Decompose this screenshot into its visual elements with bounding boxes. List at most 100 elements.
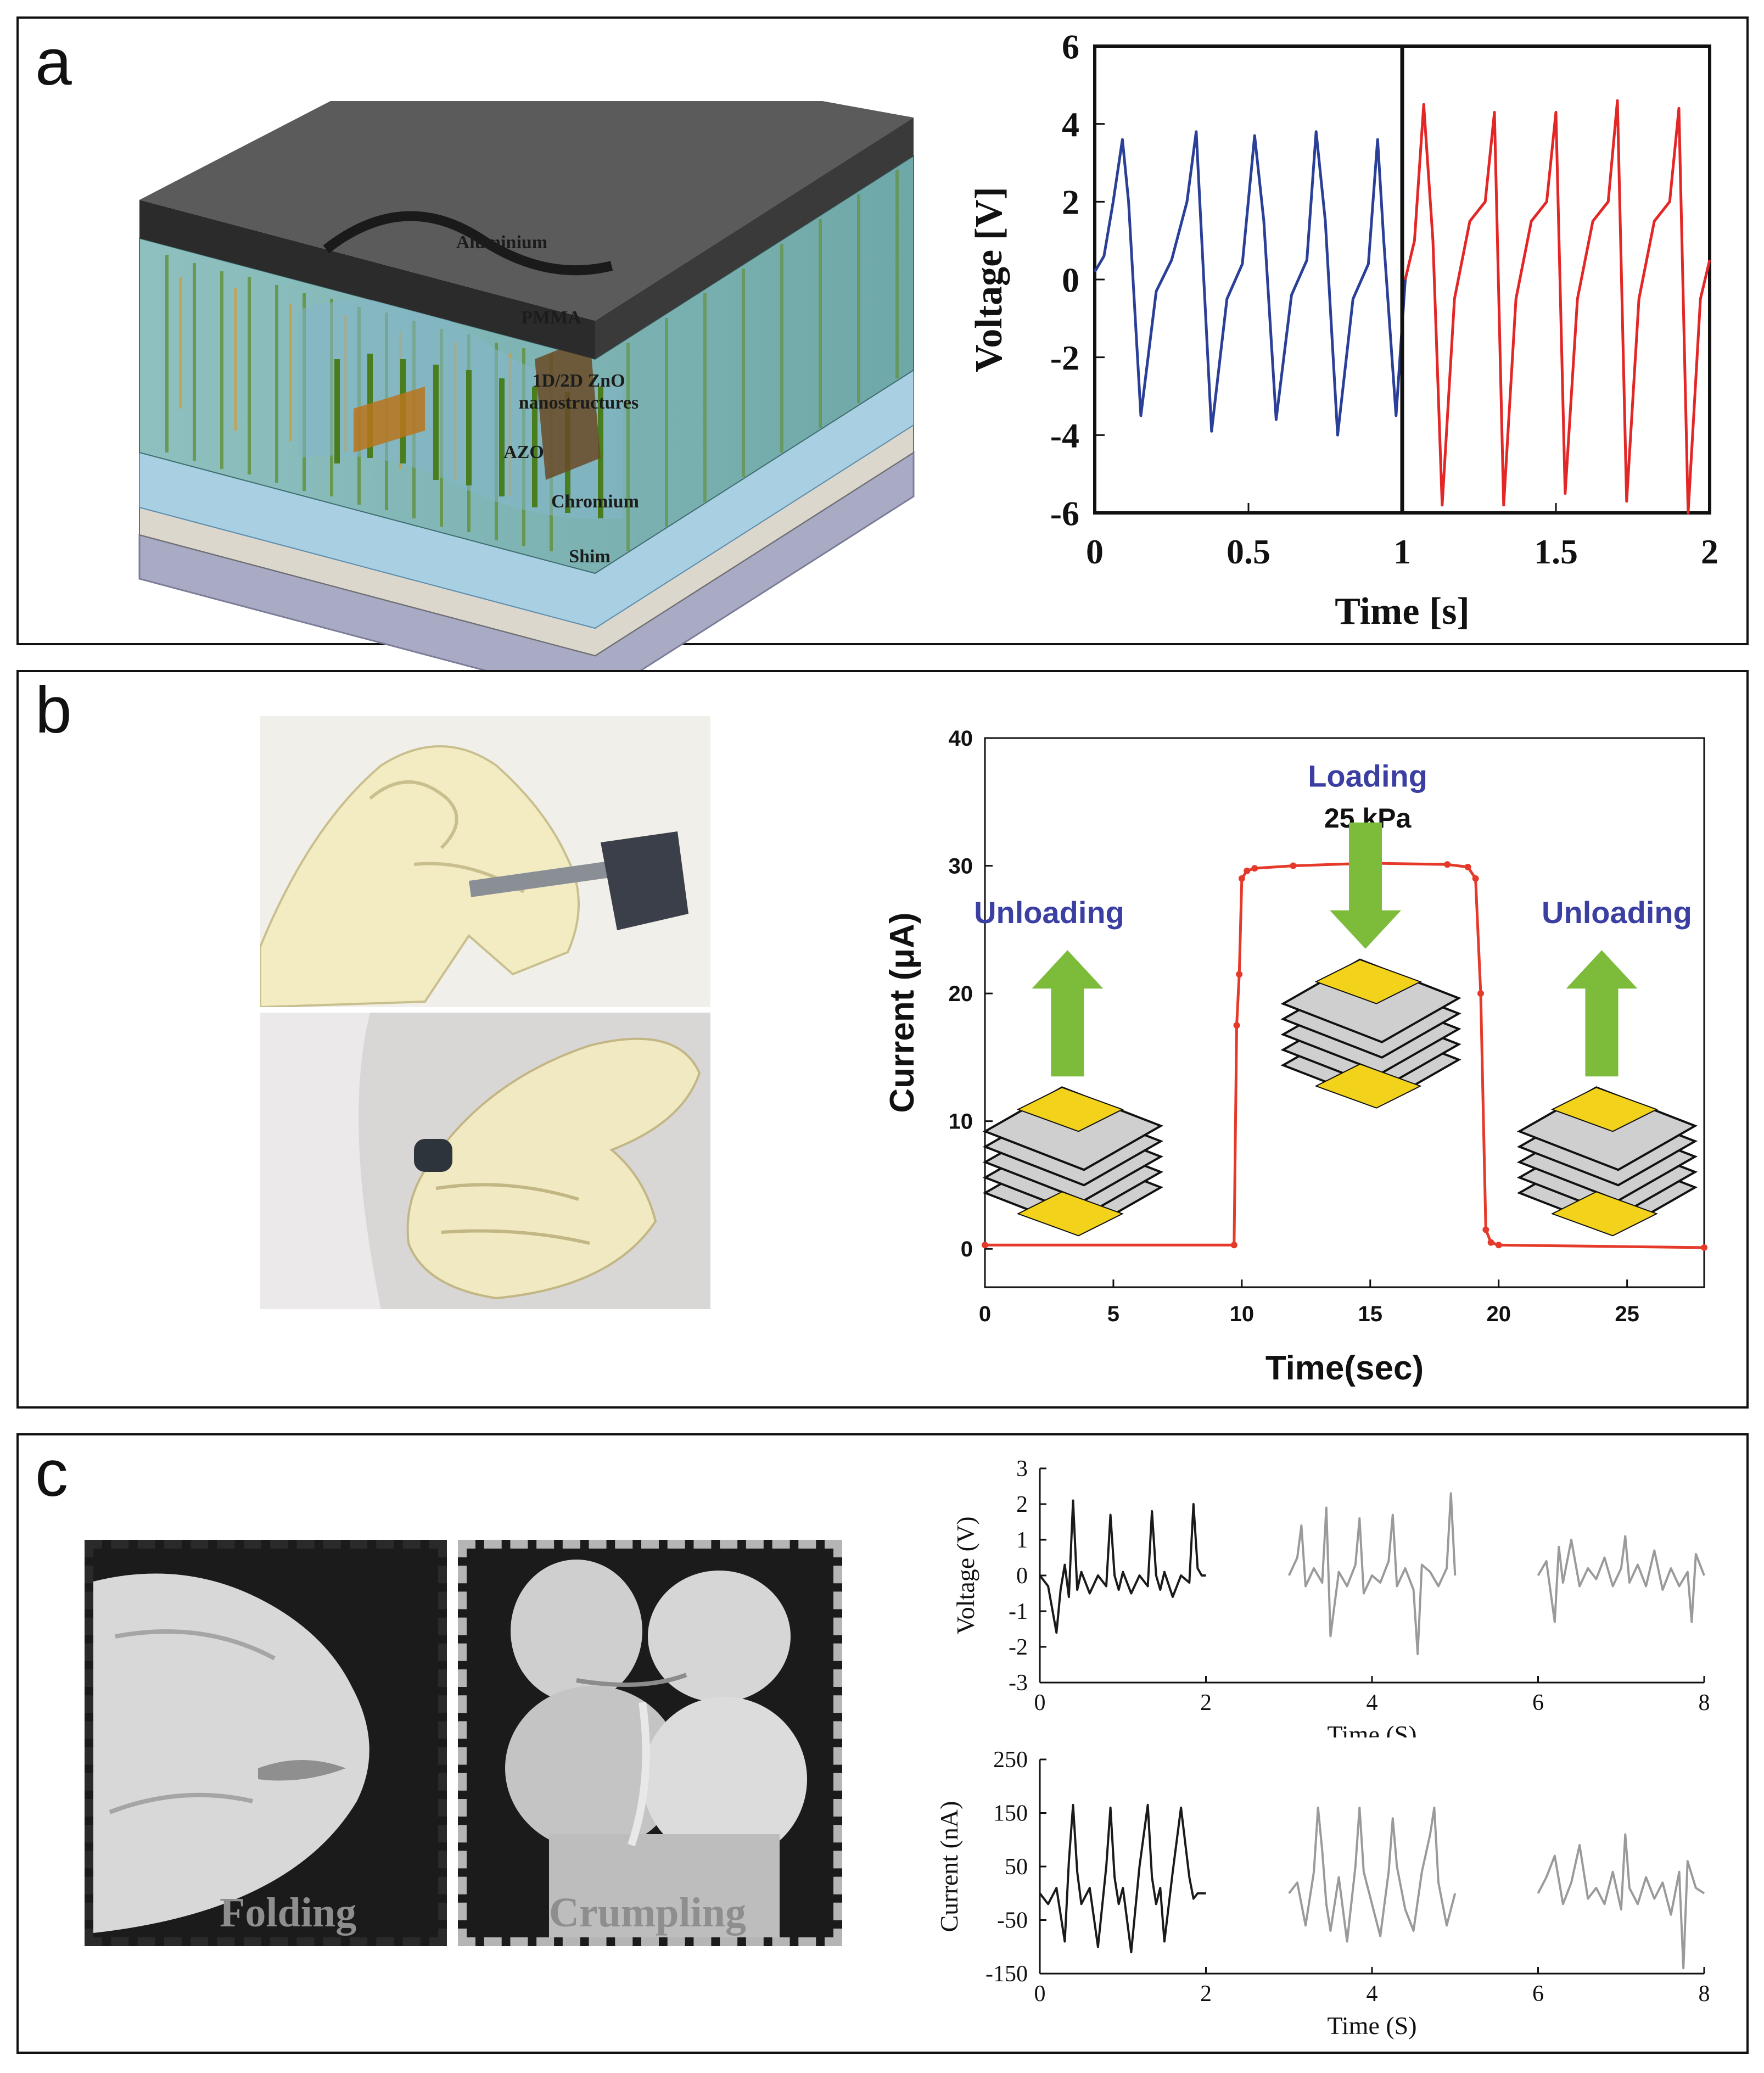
series-line-1 [1404,99,1711,515]
series-point [982,1242,988,1249]
series-line-1 [1287,1492,1457,1655]
top-electrode [1314,959,1422,1004]
up-arrow-icon [1566,950,1638,1077]
y-tick-label: 4 [1062,105,1079,144]
bottom-electrode [1016,1191,1124,1237]
y-axis-label: Voltage (V) [951,1516,979,1634]
x-tick-label: 1.5 [1534,532,1578,571]
x-tick-label: 15 [1358,1302,1383,1326]
unloading-left-label: Unloading [974,895,1124,930]
y-tick-label: -2 [1050,338,1079,377]
series-point [1495,1242,1502,1249]
series-point [1233,1022,1240,1029]
layer-label-shim: Shim [569,546,611,567]
series-point [1251,865,1258,872]
x-tick-label: 0 [1034,1981,1046,2007]
series-point [1482,1226,1489,1233]
flexible-device-photo-top [260,716,710,1007]
y-axis-label: Current (μA) [883,912,921,1113]
x-tick-label: 4 [1367,1690,1378,1716]
down-arrow-icon [1330,822,1402,949]
series-line-1 [1288,1806,1457,1943]
x-tick-label: 6 [1532,1690,1544,1716]
x-tick-label: 2 [1701,532,1718,571]
y-tick-label: 6 [1062,27,1079,66]
x-tick-label: 1 [1393,532,1411,571]
device-layer-diagram: Aluminium PMMA 1D/2D ZnO nanostructures … [138,101,915,701]
y-tick-label: -3 [1009,1670,1028,1696]
y-axis-label: Current (nA) [935,1801,963,1932]
x-axis-label: Time(sec) [1265,1349,1424,1387]
series-point [1477,990,1484,997]
y-tick-label: 3 [1016,1456,1028,1482]
unloading-device-left [982,950,1163,1237]
series-point [1701,1244,1707,1251]
bottom-electrode [1314,1063,1422,1109]
panel-letter-a: a [35,25,72,99]
y-tick-label: -150 [985,1962,1028,1987]
folding-label: Folding [220,1890,357,1936]
y-tick-label: 30 [949,854,973,879]
y-tick-label: 2 [1062,183,1079,222]
crumpling-label: Crumpling [549,1890,746,1936]
x-tick-label: 0 [979,1302,991,1326]
x-tick-label: 2 [1200,1690,1212,1716]
series-point [1230,1242,1237,1249]
bottom-electrode [1550,1191,1659,1237]
x-tick-label: 2 [1200,1981,1212,2007]
y-tick-label: 250 [993,1747,1028,1773]
folding-photo: Folding [85,1540,447,1946]
series-point [1444,861,1451,868]
series-point [1238,875,1245,882]
x-tick-label: 8 [1699,1690,1710,1716]
plot-frame [984,737,1705,1288]
series-line-2 [1537,1535,1705,1623]
x-tick-label: 6 [1532,1981,1544,2007]
crumpling-photo: Crumpling [458,1540,842,1946]
y-tick-label: -50 [997,1908,1028,1934]
series-point [1290,862,1297,869]
x-tick-label: 8 [1699,1981,1710,2007]
series-point [1244,867,1251,874]
top-electrode [1550,1087,1659,1132]
series-point [1487,1239,1494,1246]
y-tick-label: 1 [1016,1528,1028,1553]
x-tick-label: 0 [1034,1690,1046,1716]
x-axis-label: Time (S) [1327,2011,1416,2040]
y-tick-label: 20 [949,982,973,1006]
y-tick-label: 0 [1016,1563,1028,1589]
y-axis-label: Voltage [V] [974,187,1010,372]
x-tick-label: 4 [1367,1981,1378,2007]
series-point [1464,863,1471,870]
layer-label-pmma: PMMA [521,308,581,328]
layer-label-nanostructures: nanostructures [519,393,639,413]
series-point [1472,875,1479,882]
layer-label-chromium: Chromium [551,491,639,512]
x-axis-label: Time (S) [1327,1720,1416,1737]
y-tick-label: -4 [1050,416,1079,455]
x-tick-label: 0.5 [1227,532,1270,571]
x-axis-label: Time [s] [1335,590,1470,633]
y-tick-label: 2 [1016,1492,1028,1517]
y-tick-label: 10 [949,1110,973,1134]
y-tick-label: 0 [1062,260,1079,299]
x-tick-label: 5 [1107,1302,1119,1326]
loading-device [1280,822,1461,1109]
panel-a: a [16,16,1749,701]
y-tick-label: 0 [961,1237,973,1261]
y-tick-label: -6 [1050,494,1079,533]
layer-label-zno: 1D/2D ZnO [532,371,625,391]
y-tick-label: 150 [993,1801,1028,1826]
series-point [1236,971,1243,978]
flexible-device-photo-bottom [260,1013,710,1309]
x-tick-label: 25 [1615,1302,1639,1326]
series-line-0 [1039,1499,1206,1634]
y-tick-label: -2 [1009,1635,1028,1660]
series-line-0 [1093,130,1407,437]
layer-label-aluminium: Aluminium [456,232,547,253]
unloading-right-label: Unloading [1542,895,1692,930]
